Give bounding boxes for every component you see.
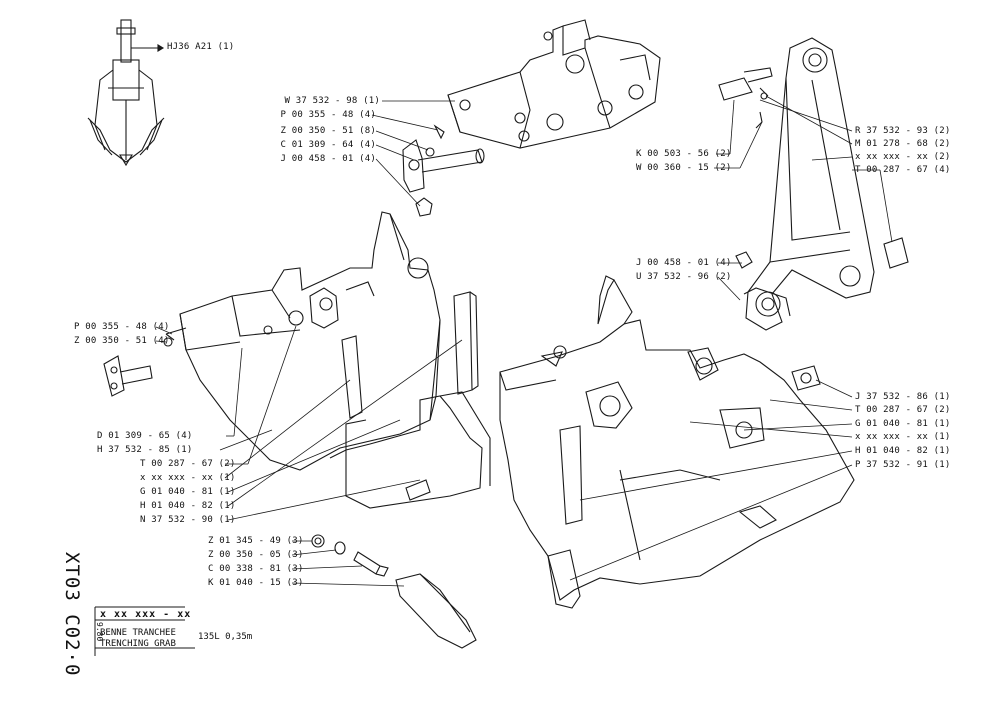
part-label: T 00 287 - 67 (2) <box>140 459 236 469</box>
reference-number: x xx xxx - xx <box>100 609 192 620</box>
part-label: T 00 287 - 67 (2) <box>855 405 951 415</box>
part-label: x xx xxx - xx (2) <box>855 152 951 162</box>
part-label: P 00 355 - 48 (4) <box>74 322 170 332</box>
part-label: P 00 355 - 48 (4) <box>280 110 376 120</box>
part-label-hj36: HJ36 A21 (1) <box>167 42 235 52</box>
tooth-fasteners <box>311 534 477 649</box>
part-label: W 00 360 - 15 (2) <box>636 163 732 173</box>
part-label: x xx xxx - xx (1) <box>140 473 236 483</box>
part-label: D 01 309 - 65 (4) <box>97 431 193 441</box>
part-label: Z 00 350 - 05 (3) <box>208 550 304 560</box>
part-label: Z 00 350 - 51 (4) <box>74 336 170 346</box>
title-block-frame <box>94 606 195 656</box>
left-wear-plates <box>329 291 491 509</box>
right-bucket-half <box>499 275 855 609</box>
part-label: K 00 503 - 56 (2) <box>636 149 732 159</box>
part-label: P 37 532 - 91 (1) <box>855 460 951 470</box>
part-label: J 00 458 - 01 (4) <box>280 154 376 164</box>
part-label: G 01 040 - 81 (1) <box>855 419 951 429</box>
part-label: R 37 532 - 93 (2) <box>855 126 951 136</box>
leader-lines <box>155 95 893 587</box>
part-label: J 37 532 - 86 (1) <box>855 392 951 402</box>
part-name-english: TRENCHING GRAB <box>100 639 176 649</box>
part-spec: 135L 0,35m <box>198 632 253 642</box>
part-label: J 00 458 - 01 (4) <box>636 258 732 268</box>
part-label: G 01 040 - 81 (1) <box>140 487 236 497</box>
part-name-french: BENNE TRANCHEE <box>100 628 176 638</box>
pin-and-plate <box>402 124 485 217</box>
a-frame-link <box>718 37 909 331</box>
part-label: T 00 287 - 67 (4) <box>855 165 951 175</box>
drawing-code: XT03 C02·0 <box>61 552 83 677</box>
part-label: Z 00 350 - 51 (8) <box>280 126 376 136</box>
part-label: Z 01 345 - 49 (3) <box>208 536 304 546</box>
part-label: H 01 040 - 82 (1) <box>855 446 951 456</box>
part-label: H 01 040 - 82 (1) <box>140 501 236 511</box>
part-label: K 01 040 - 15 (3) <box>208 578 304 588</box>
part-label: C 00 338 - 81 (3) <box>208 564 304 574</box>
bracket-assembly <box>447 19 661 149</box>
part-label: W 37 532 - 98 (1) <box>284 96 380 106</box>
left-bucket-half <box>103 211 441 471</box>
grab-overview-sketch <box>87 19 165 167</box>
part-label: N 37 532 - 90 (1) <box>140 515 236 525</box>
part-label: M 01 278 - 68 (2) <box>855 139 951 149</box>
part-label: C 01 309 - 64 (4) <box>280 140 376 150</box>
part-label: U 37 532 - 96 (2) <box>636 272 732 282</box>
part-label: H 37 532 - 85 (1) <box>97 445 193 455</box>
part-label: x xx xxx - xx (1) <box>855 432 951 442</box>
